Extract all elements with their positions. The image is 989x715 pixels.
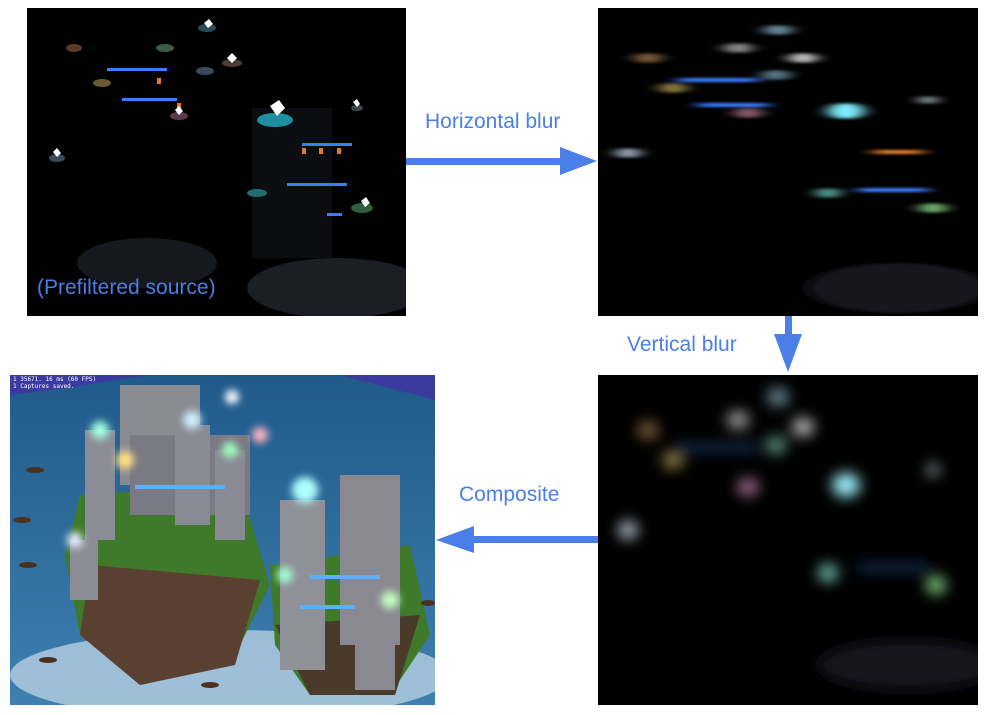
arrow-down-icon <box>774 316 802 372</box>
vertical-blur-label: Vertical blur <box>627 333 737 356</box>
arrow-right-icon <box>406 147 597 175</box>
composite-hud-fps: 1 35671. 16 ms (60 FPS) <box>13 376 97 383</box>
prefiltered-source-label: (Prefiltered source) <box>37 276 216 299</box>
horizontal-blur-image <box>598 8 978 316</box>
horizontal-blur-label: Horizontal blur <box>425 110 561 133</box>
arrow-left-icon <box>436 526 598 553</box>
composite-hud-captures: 1 Captures saved. <box>13 383 75 390</box>
composite-render-image <box>10 375 435 705</box>
vertical-blur-image <box>598 375 978 705</box>
prefiltered-source-image <box>27 8 406 316</box>
composite-label: Composite <box>459 483 560 506</box>
